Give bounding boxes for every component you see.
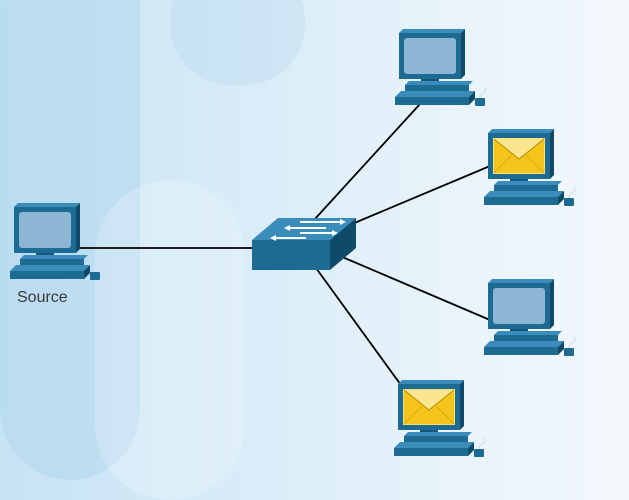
- link-switch-computer-top: [313, 103, 421, 221]
- computer-top: [394, 28, 487, 107]
- source-computer: [9, 202, 102, 281]
- link-switch-computer-mail-top: [351, 165, 491, 225]
- switch-icon: [252, 218, 356, 270]
- link-switch-computer-middle: [339, 255, 491, 321]
- computer-with-envelope-bottom: [393, 379, 486, 458]
- network-diagram: [9, 28, 576, 458]
- computer-middle: [483, 278, 576, 357]
- link-switch-computer-mail-bottom: [315, 267, 407, 393]
- background-shape-top: [170, 0, 305, 85]
- background-shape: [95, 180, 245, 500]
- links: [78, 103, 491, 393]
- source-label: Source: [17, 289, 68, 306]
- computer-with-envelope-top: [483, 128, 576, 207]
